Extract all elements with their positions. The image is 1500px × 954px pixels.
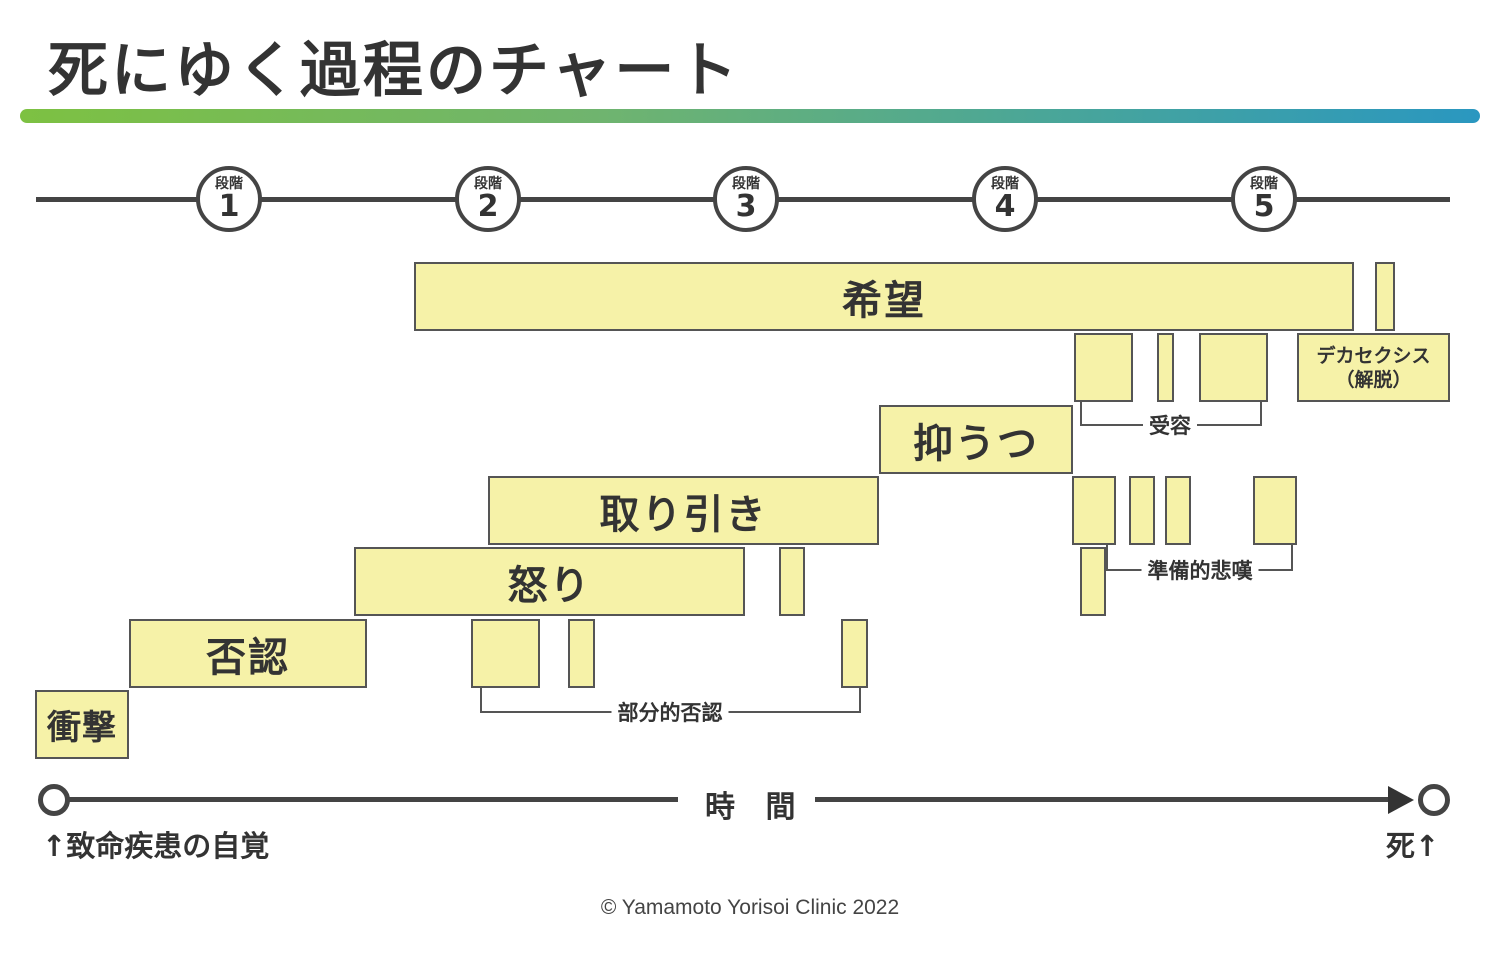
- stage-label: 段階: [991, 176, 1019, 192]
- hope-fragment: [1375, 262, 1395, 331]
- acceptance-label: 受容: [1143, 410, 1197, 440]
- preparatory-grief-fragment: [1072, 476, 1116, 545]
- stage-marker-3: 段階 3: [713, 166, 779, 232]
- acceptance-fragment: [1199, 333, 1268, 402]
- phase-shock: 衝撃: [35, 690, 129, 759]
- partial-denial-fragment: [471, 619, 540, 688]
- phase-depression: 抑うつ: [879, 405, 1073, 474]
- stage-label: 段階: [732, 176, 760, 192]
- preparatory-grief-label: 準備的悲嘆: [1141, 555, 1259, 585]
- stage-label: 段階: [1250, 176, 1278, 192]
- acceptance-fragment: [1074, 333, 1133, 402]
- end-circle-icon: [1418, 784, 1450, 816]
- partial-denial-fragment: [841, 619, 868, 688]
- stage-marker-1: 段階 1: [196, 166, 262, 232]
- stage-label: 段階: [215, 176, 243, 192]
- stage-number: 3: [735, 189, 757, 224]
- acceptance-fragment: [1157, 333, 1174, 402]
- copyright-text: © Yamamoto Yorisoi Clinic 2022: [600, 896, 900, 919]
- page-title: 死にゆく過程のチャート: [48, 36, 741, 106]
- preparatory-grief-fragment: [1080, 547, 1106, 616]
- stage-marker-5: 段階 5: [1231, 166, 1297, 232]
- anger-fragment: [779, 547, 805, 616]
- start-circle-icon: [38, 784, 70, 816]
- phase-bargaining: 取り引き: [488, 476, 879, 545]
- phase-decathexis: デカセクシス （解脱）: [1297, 333, 1450, 402]
- arrow-right-icon: [1388, 786, 1414, 814]
- preparatory-grief-fragment: [1253, 476, 1297, 545]
- time-axis-line-right: [815, 797, 1393, 802]
- title-underline: [20, 109, 1480, 123]
- stage-number: 1: [218, 189, 240, 224]
- phase-anger: 怒り: [354, 547, 745, 616]
- preparatory-grief-fragment: [1165, 476, 1191, 545]
- stage-marker-4: 段階 4: [972, 166, 1038, 232]
- stage-label: 段階: [474, 176, 502, 192]
- axis-start-label: ↑致命疾患の自覚: [42, 829, 270, 863]
- preparatory-grief-fragment: [1129, 476, 1155, 545]
- partial-denial-label: 部分的否認: [611, 697, 729, 727]
- time-axis-line-left: [66, 797, 678, 802]
- stage-marker-2: 段階 2: [455, 166, 521, 232]
- axis-end-label: 死↑: [1386, 829, 1440, 863]
- time-axis-label: 時 間: [705, 790, 806, 825]
- stage-number: 4: [994, 189, 1016, 224]
- partial-denial-fragment: [568, 619, 595, 688]
- phase-hope: 希望: [414, 262, 1354, 331]
- stage-number: 2: [477, 189, 499, 224]
- stage-number: 5: [1253, 189, 1275, 224]
- phase-denial: 否認: [129, 619, 367, 688]
